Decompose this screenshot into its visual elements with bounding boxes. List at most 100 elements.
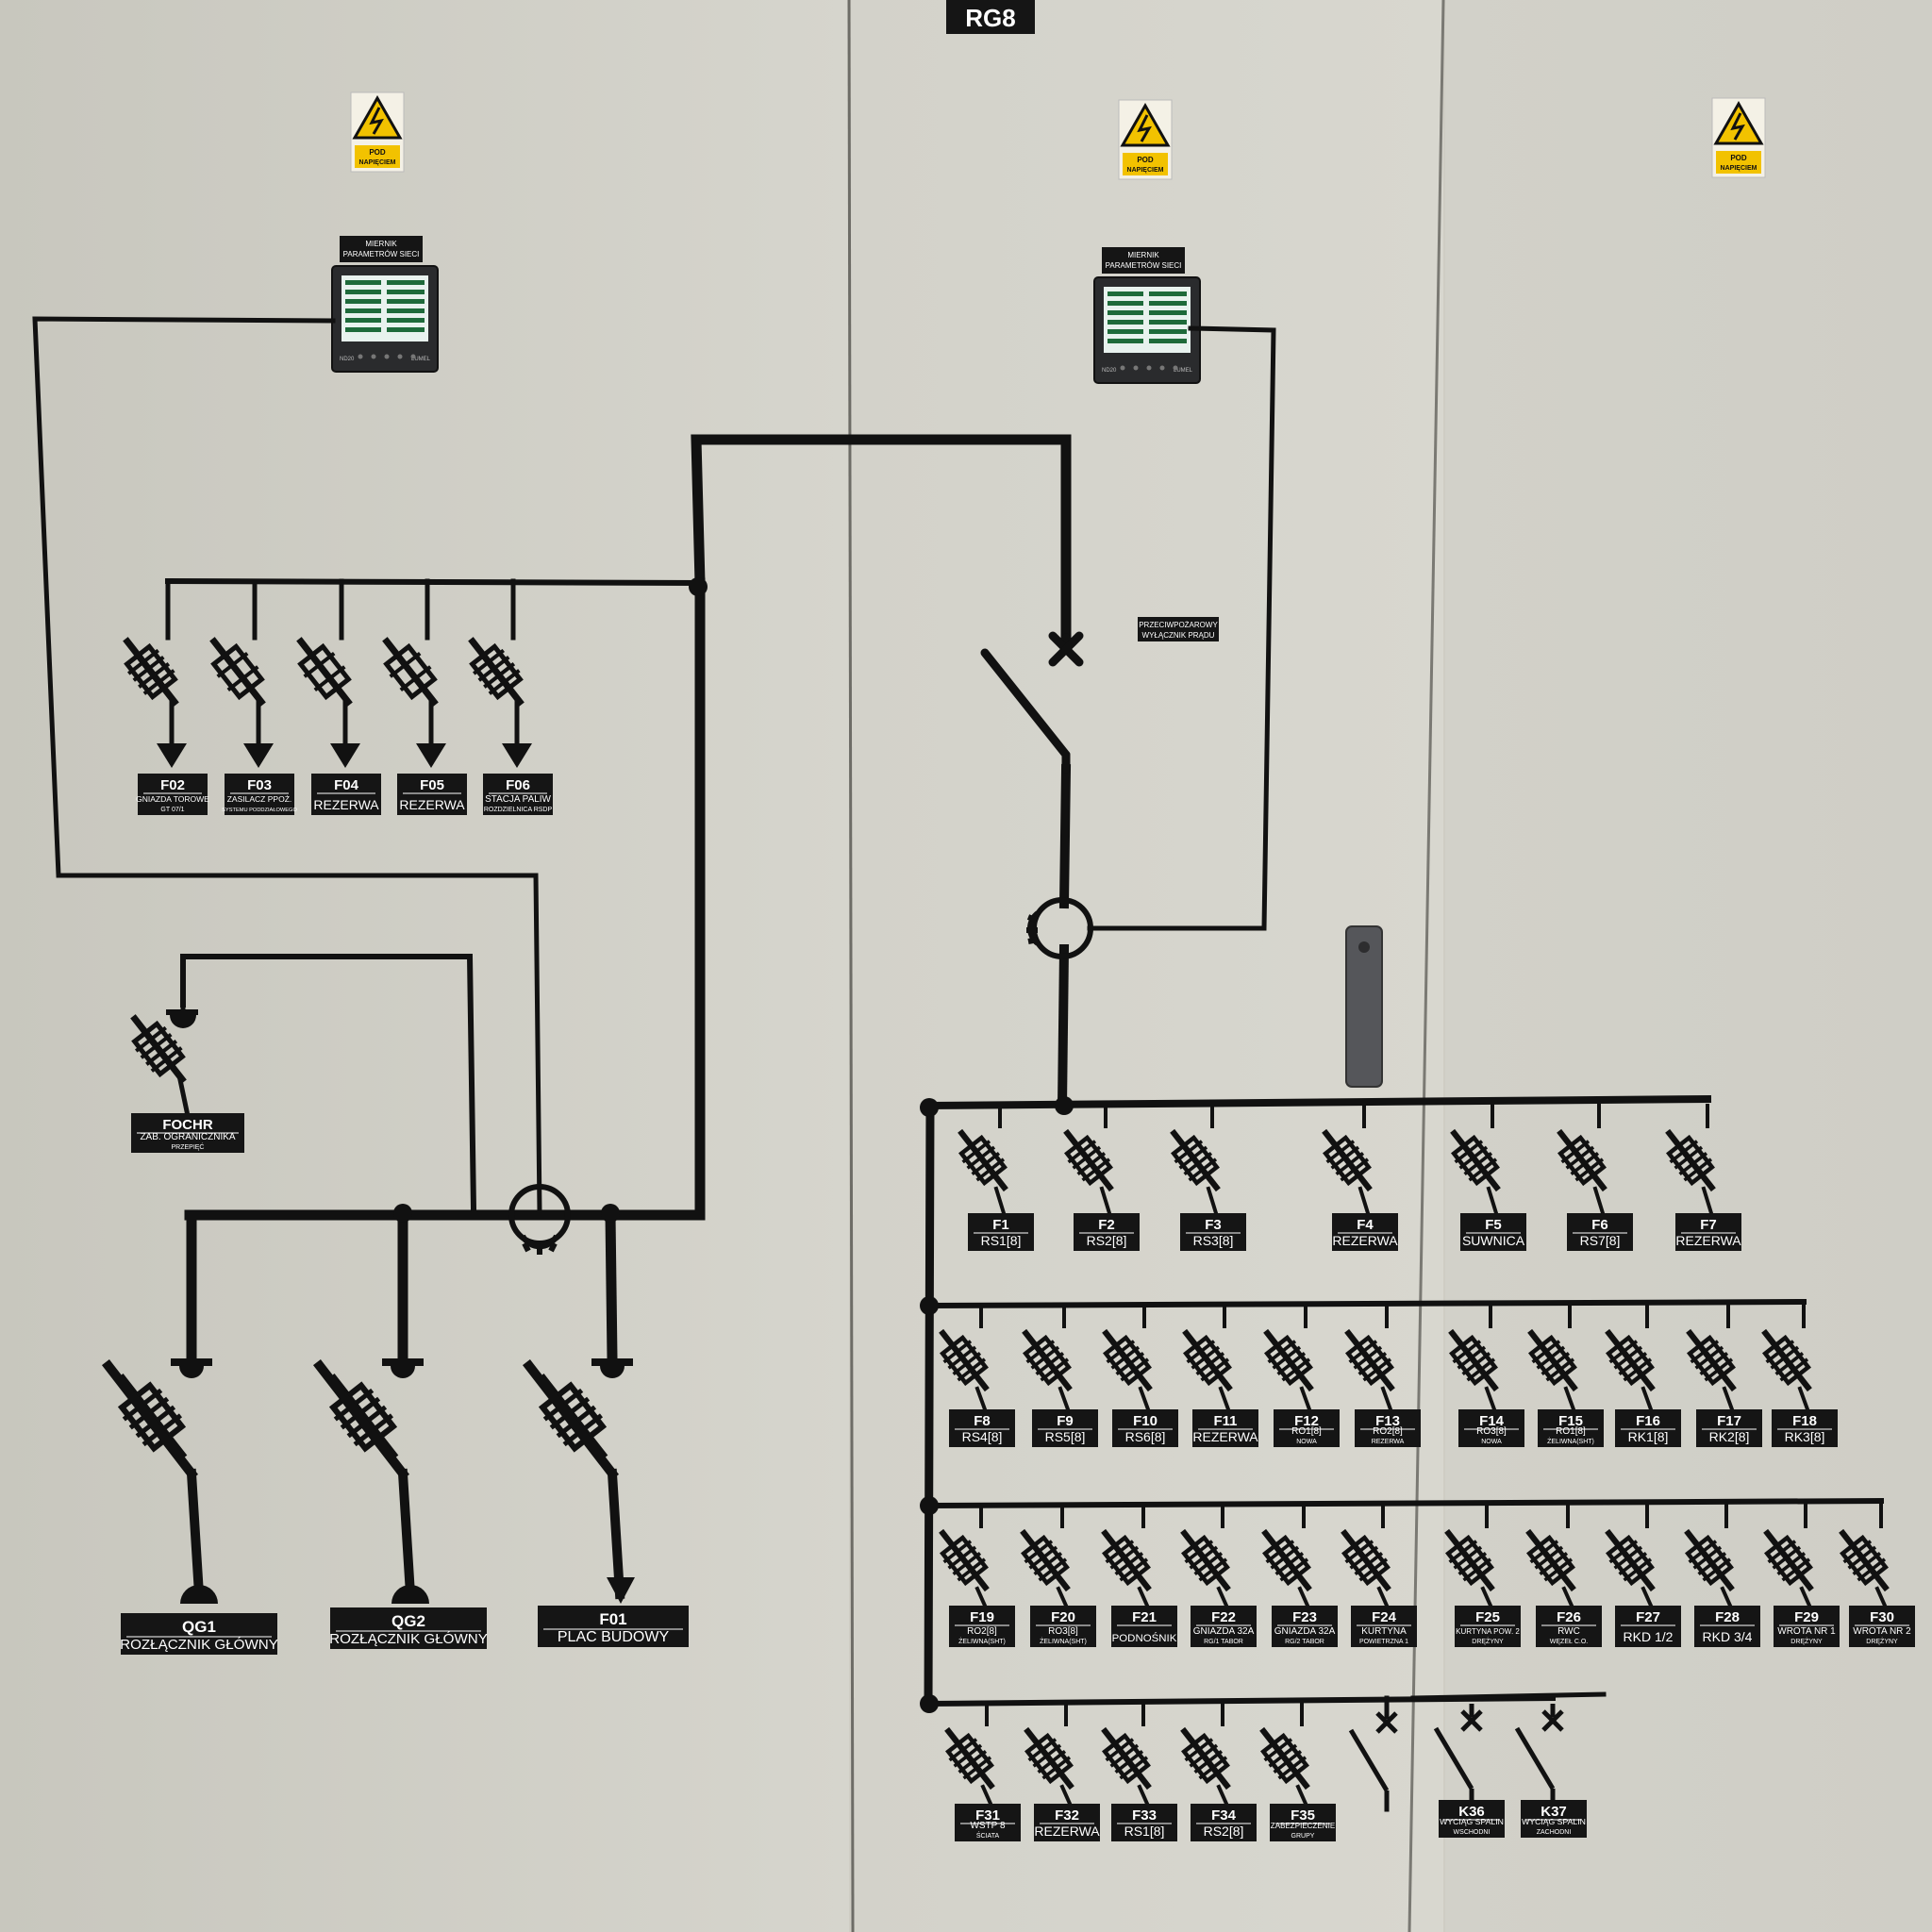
- meter-reading-bar: [387, 280, 425, 285]
- label-plate: [225, 774, 294, 815]
- fuse-body: [1021, 1534, 1070, 1587]
- fuse-hatch-line: [1106, 1340, 1136, 1364]
- fuse-hatch-line: [1081, 1158, 1111, 1182]
- fuse-hatch-line: [1767, 1540, 1797, 1564]
- label-plate: [1034, 1804, 1100, 1841]
- fuse-hatch: [1454, 1140, 1498, 1182]
- warning-text-line1: POD: [369, 148, 386, 157]
- fuse-hatch: [1448, 1540, 1492, 1582]
- meter-reading-bar: [1108, 339, 1143, 343]
- label-desc: RKD 3/4: [1703, 1629, 1753, 1644]
- fuse-hatch-line: [1772, 1545, 1802, 1570]
- meter-button[interactable]: [358, 354, 363, 359]
- ct-tick: [522, 1241, 531, 1253]
- fuse-f16: [1605, 1328, 1656, 1392]
- fuse-body: [1526, 1534, 1575, 1587]
- fuse-body: [469, 642, 524, 701]
- fuse-hatch: [1184, 1540, 1228, 1582]
- door-handle[interactable]: [1345, 925, 1383, 1088]
- fuse-hatch: [1452, 1340, 1496, 1382]
- contactor-cross: [1460, 1709, 1483, 1732]
- meter-button[interactable]: [1146, 365, 1152, 371]
- fuse-hatch-line: [1265, 1540, 1295, 1564]
- label-plate: [1521, 1800, 1587, 1838]
- fuse-hatch-line: [1067, 1140, 1097, 1164]
- label-plate: [949, 1606, 1015, 1647]
- fuse-hatch-line: [1033, 1552, 1063, 1576]
- fuse-f29: [1763, 1528, 1814, 1592]
- label-desc: STACJA PALIW: [485, 794, 551, 805]
- fuse-link: [1022, 1328, 1073, 1392]
- feeder-drop: [1380, 1386, 1393, 1412]
- label-plate: [1192, 1409, 1258, 1447]
- label-desc: REZERWA: [1192, 1429, 1258, 1444]
- fuse-hatch-line: [1852, 1552, 1882, 1576]
- ct-ring: [508, 1184, 571, 1246]
- arrow-down-icon: [330, 743, 360, 768]
- contactor-blade: [1348, 1728, 1390, 1792]
- label-desc: RS5[8]: [1045, 1429, 1086, 1444]
- fuse-link: [1525, 1528, 1576, 1592]
- meter-button[interactable]: [371, 354, 376, 359]
- label-desc: WYCIĄG SPALIN: [1522, 1817, 1586, 1826]
- label-code: F15: [1558, 1413, 1583, 1429]
- fuse-hatch-line: [1115, 1352, 1145, 1376]
- label-desc: REZERWA: [1034, 1824, 1100, 1839]
- contact-bar: [591, 1358, 633, 1366]
- warning-text-bg: [1716, 151, 1761, 174]
- meter-button[interactable]: [410, 354, 416, 359]
- fuse-f23: [1261, 1528, 1312, 1592]
- fuse-hatch: [1765, 1340, 1809, 1382]
- junction-dot: [920, 1098, 939, 1117]
- meter-reading-bar: [345, 318, 381, 323]
- meter-button[interactable]: [1159, 365, 1165, 371]
- fuse-hatch-line: [1186, 1340, 1216, 1364]
- label-plate: [397, 774, 467, 815]
- fuse-hatch-line: [1348, 1340, 1378, 1364]
- fuse-f06: [468, 637, 525, 707]
- fuse-hatch-line: [1623, 1357, 1653, 1382]
- label-code: F1: [992, 1217, 1009, 1233]
- contact-cap: [391, 1585, 429, 1604]
- meter-button[interactable]: [384, 354, 390, 359]
- label-desc: WROTA NR 2: [1853, 1626, 1911, 1637]
- label-desc: RO1[8]: [1556, 1426, 1586, 1437]
- label-desc: RWC: [1557, 1626, 1580, 1637]
- fuse-body: [1264, 1334, 1313, 1387]
- meter-button[interactable]: [1120, 365, 1125, 371]
- fuse-hatch-line: [952, 1552, 982, 1576]
- contactor: [1348, 1706, 1398, 1809]
- feeder-drop: [1206, 1186, 1219, 1216]
- fuse-body: [1102, 1732, 1151, 1785]
- feeder-drop: [1376, 1586, 1390, 1608]
- label-plate: [1030, 1606, 1096, 1647]
- fuse-f8: [939, 1328, 990, 1392]
- meter-label-plate: [340, 236, 423, 262]
- fuse-hatch-line: [1623, 1557, 1653, 1582]
- fuse-hatch-line: [1193, 1552, 1224, 1576]
- fuse-hatch-line: [1618, 1352, 1648, 1376]
- fuse-hatch-line: [1110, 1345, 1141, 1370]
- label-desc2: ŻELIWNA(SHT): [1547, 1437, 1594, 1445]
- fuse-hatch-line: [1457, 1552, 1488, 1576]
- fuse-hatch-line: [1174, 1140, 1204, 1164]
- feeder-drop: [980, 1784, 993, 1807]
- fuse-hatch-line: [958, 1750, 988, 1774]
- fuse-body: [1262, 1534, 1311, 1587]
- fuse-f11: [1182, 1328, 1233, 1392]
- label-desc2: ŻELIWNA(SHT): [958, 1637, 1006, 1645]
- fuse-hatch: [1608, 1340, 1653, 1382]
- meter-button[interactable]: [1133, 365, 1139, 371]
- meter-button[interactable]: [397, 354, 403, 359]
- door-seam-left: [847, 0, 855, 1932]
- door-handle-body[interactable]: [1345, 925, 1383, 1088]
- fuse-hatch: [303, 652, 346, 691]
- meter-reading-bar: [1108, 329, 1143, 334]
- label-plate: [1696, 1409, 1762, 1447]
- meter-reading-bar: [1149, 320, 1187, 325]
- meter-button[interactable]: [1173, 365, 1178, 371]
